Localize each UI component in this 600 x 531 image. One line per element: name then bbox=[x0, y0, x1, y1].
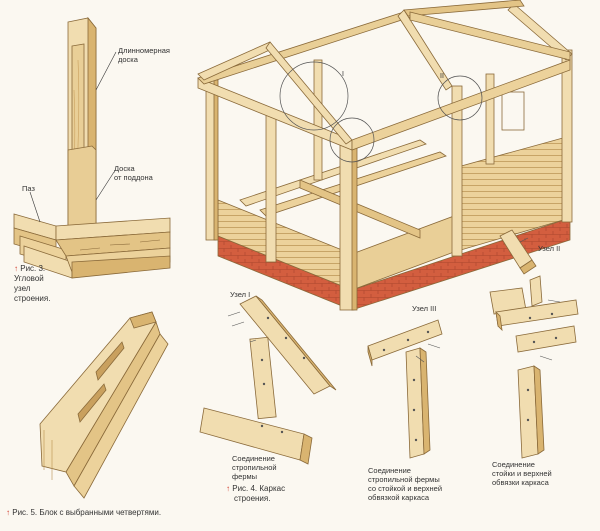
desc-node1-line1: Соединение bbox=[232, 454, 275, 463]
label-groove: Паз bbox=[22, 184, 35, 193]
caption-fig3-line1: Угловой bbox=[14, 274, 44, 283]
fig5-rabbet-block bbox=[39, 311, 169, 499]
desc-node1: Соединение стропильной фермы bbox=[232, 454, 277, 481]
label-long-board-line2: доска bbox=[118, 55, 138, 64]
node3-detail bbox=[367, 319, 443, 459]
caption-fig5: ↑ Рис. 5. Блок с выбранными четвертями. bbox=[6, 508, 161, 518]
caption-fig3: ↑ Рис. 3. Угловой узел строения. bbox=[14, 264, 50, 304]
label-node2: Узел II bbox=[538, 244, 561, 253]
node-marker-circle-1 bbox=[279, 61, 349, 131]
node2-detail bbox=[489, 229, 579, 459]
label-node1: Узел I bbox=[230, 290, 251, 299]
leader-pallet-board bbox=[95, 171, 115, 201]
label-pallet-board-line1: Доска bbox=[114, 164, 135, 173]
label-pallet-board: Доска от поддона bbox=[114, 164, 153, 182]
desc-node2: Соединение стойки и верхней обвязки карк… bbox=[492, 460, 552, 487]
node1-detail bbox=[199, 295, 337, 465]
desc-node3-line3: со стойкой и верхней bbox=[368, 484, 443, 493]
marker-node-1: I bbox=[342, 71, 344, 78]
desc-node3-line2: стропильной фермы bbox=[368, 475, 440, 484]
caption-fig4-line1: Рис. 4. Каркас bbox=[232, 484, 286, 493]
desc-node2-line3: обвязки каркаса bbox=[492, 478, 549, 487]
desc-node1-line2: стропильной bbox=[232, 463, 277, 472]
leader-long-board bbox=[95, 51, 117, 91]
caption-fig5-arrow: ↑ bbox=[6, 508, 10, 517]
desc-node1-line3: фермы bbox=[232, 472, 258, 481]
label-pallet-board-line2: от поддона bbox=[114, 173, 153, 182]
node-marker-circle-3 bbox=[329, 117, 375, 163]
desc-node3: Соединение стропильной фермы со стойкой … bbox=[368, 466, 442, 502]
desc-node2-line2: стойки и верхней bbox=[492, 469, 552, 478]
caption-fig3-prefix: Рис. 3. bbox=[20, 264, 46, 273]
fig3-corner-node bbox=[13, 16, 171, 279]
marker-node-2: II bbox=[440, 73, 444, 80]
caption-fig3-line3: строения. bbox=[14, 294, 51, 303]
desc-node3-line1: Соединение bbox=[368, 466, 411, 475]
caption-fig4-line2: строения. bbox=[234, 494, 271, 503]
desc-node2-line1: Соединение bbox=[492, 460, 535, 469]
caption-fig4-arrow: ↑ bbox=[226, 484, 230, 493]
leader-groove bbox=[29, 191, 41, 223]
label-long-board-line1: Длинномерная bbox=[118, 46, 170, 55]
caption-fig3-line2: узел bbox=[14, 284, 31, 293]
caption-fig5-text: Рис. 5. Блок с выбранными четвертями. bbox=[12, 508, 162, 517]
caption-fig3-arrow: ↑ bbox=[14, 264, 18, 273]
node-marker-circle-2 bbox=[437, 75, 483, 121]
desc-node3-line4: обвязкой каркаса bbox=[368, 493, 430, 502]
fig4-house-frame bbox=[197, 0, 573, 311]
label-node3: Узел III bbox=[412, 304, 437, 313]
caption-fig4: ↑ Рис. 4. Каркас строения. bbox=[226, 484, 285, 504]
label-long-board: Длинномерная доска bbox=[118, 46, 170, 64]
